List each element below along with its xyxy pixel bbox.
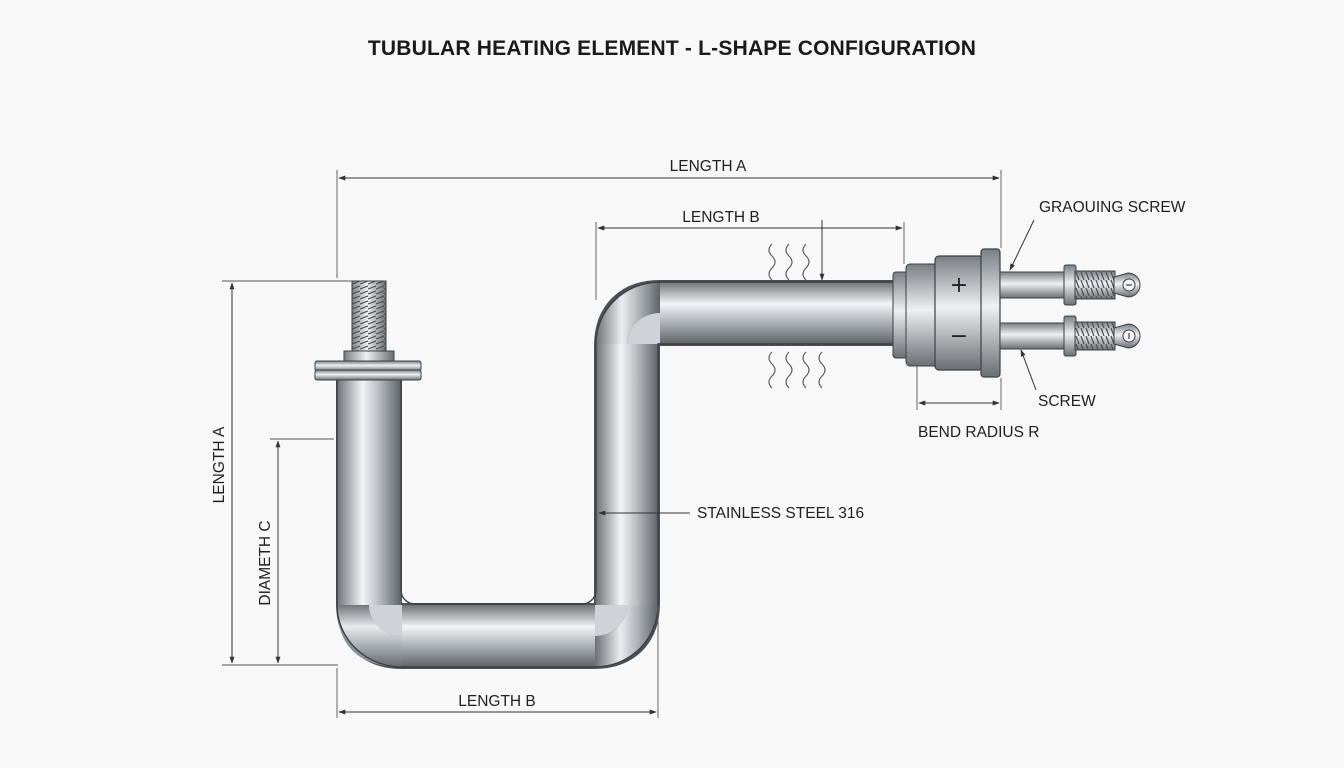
dimension-lines [222, 170, 1037, 718]
length-a-top-label: LENGTH A [670, 158, 747, 175]
diameter-c-label: DIAMETH C [257, 520, 274, 605]
length-b-top-label: LENGTH B [682, 209, 760, 226]
length-a-side-label: LENGTH A [211, 426, 228, 503]
upper-terminal-pin [999, 264, 1141, 306]
lower-terminal-pin [999, 315, 1141, 357]
heat-wave-icon [768, 243, 826, 389]
heating-tube [336, 280, 900, 669]
terminal-head: + − [892, 248, 1001, 378]
length-b-bottom-label: LENGTH B [458, 693, 536, 710]
screw-label: SCREW [1038, 393, 1096, 410]
bend-radius-label: BEND RADIUS R [918, 424, 1039, 441]
positive-terminal-mark: + [950, 273, 968, 298]
negative-terminal-mark: − [950, 324, 968, 349]
graouing-screw-label: GRAOUING SCREW [1039, 199, 1186, 216]
material-label: STAINLESS STEEL 316 [697, 505, 864, 522]
left-terminal-stud [314, 280, 422, 381]
diagram-title: TUBULAR HEATING ELEMENT - L-SHAPE CONFIG… [367, 37, 977, 60]
